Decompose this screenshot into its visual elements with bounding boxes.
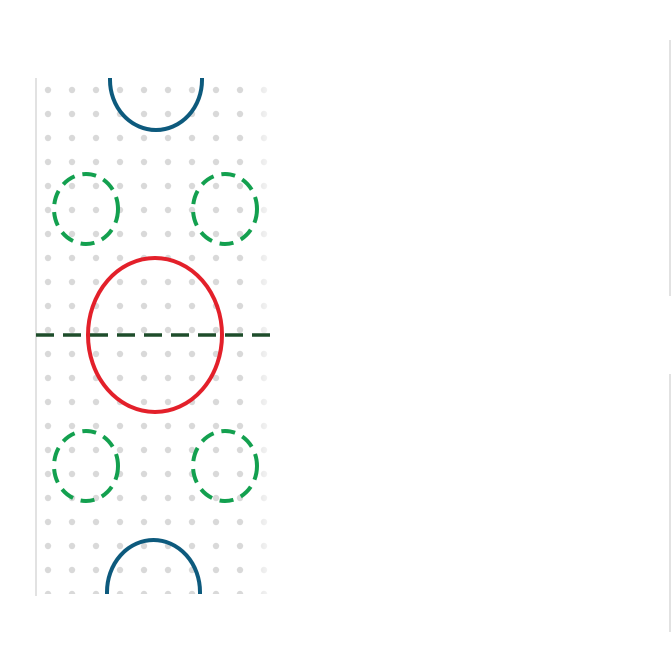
faceoff-circle-top-left xyxy=(52,172,120,246)
faceoff-circle-bottom-left xyxy=(52,429,120,503)
goal-crease-top xyxy=(108,78,204,132)
faceoff-circle-bottom-right xyxy=(191,429,259,503)
goal-crease-bottom xyxy=(105,538,202,594)
center-circle xyxy=(86,256,224,414)
faceoff-circle-top-right xyxy=(191,172,259,246)
